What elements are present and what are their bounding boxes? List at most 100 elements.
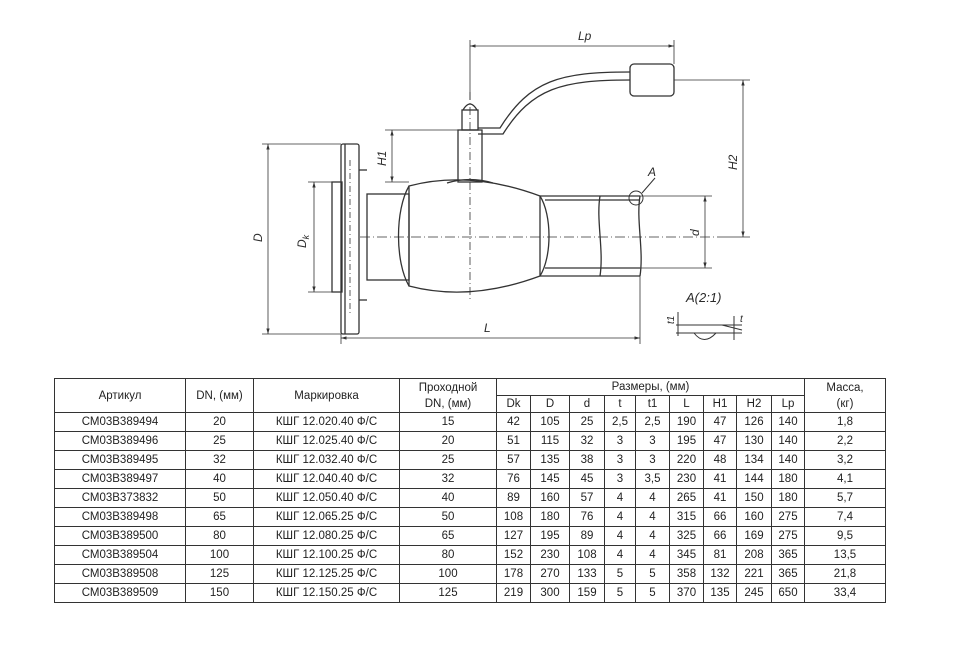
dimension-dk [308,181,332,293]
header-dn: DN, (мм) [185,378,254,413]
cell-dn: 80 [185,526,254,546]
cell-lp: 365 [771,564,805,584]
cell-dn: 32 [185,450,254,470]
header-dim-l: L [669,395,704,413]
header-dim-dk: Dk [496,395,531,413]
cell-t1: 3 [635,431,670,451]
cell-h1: 81 [703,545,737,565]
header-dimensions-group: Размеры, (мм) [496,378,805,396]
dimension-d-inner [640,195,712,269]
cell-passage: 100 [399,564,497,584]
dimension-h1-label: H1 [375,151,389,166]
dimension-dk-main: D [295,239,309,248]
cell-h1: 48 [703,450,737,470]
cell-h1: 66 [703,526,737,546]
cell-dn: 40 [185,469,254,489]
cell-marking: КШГ 12.065.25 Ф/С [253,507,400,527]
header-mass-line1: Масса, [826,381,864,394]
cell-t1: 3,5 [635,469,670,489]
cell-d: 135 [530,450,570,470]
cell-dk: 57 [496,450,531,470]
dimension-d-inner-label: d [688,229,702,236]
cell-h2: 126 [736,412,772,432]
cell-h1: 132 [703,564,737,584]
cell-d: 195 [530,526,570,546]
cell-h2: 160 [736,507,772,527]
header-marking: Маркировка [253,378,400,413]
cell-mass: 9,5 [804,526,886,546]
header-dim-d: D [530,395,570,413]
cell-d: 133 [569,564,605,584]
cell-lp: 180 [771,469,805,489]
cell-d: 160 [530,488,570,508]
cell-d: 76 [569,507,605,527]
cell-dk: 51 [496,431,531,451]
cell-d: 270 [530,564,570,584]
cell-l: 370 [669,583,704,603]
cell-article: СМ03В389494 [54,412,186,432]
detail-marker-a-label: A [647,165,656,179]
cell-l: 220 [669,450,704,470]
cell-dk: 76 [496,469,531,489]
detail-view-a [676,312,743,340]
cell-mass: 21,8 [804,564,886,584]
cell-h2: 150 [736,488,772,508]
cell-d: 230 [530,545,570,565]
cell-marking: КШГ 12.025.40 Ф/С [253,431,400,451]
cell-t: 3 [604,450,636,470]
dimension-l [340,276,641,344]
dimension-dk-sub: k [301,234,311,239]
cell-t: 4 [604,488,636,508]
cell-d: 159 [569,583,605,603]
cell-dk: 178 [496,564,531,584]
cell-l: 230 [669,469,704,489]
cell-t1: 4 [635,507,670,527]
header-dim-t: t [604,395,636,413]
cell-l: 325 [669,526,704,546]
cell-mass: 4,1 [804,469,886,489]
header-dim-h1: H1 [703,395,737,413]
cell-article: СМ03В389497 [54,469,186,489]
cell-mass: 2,2 [804,431,886,451]
cell-d: 108 [569,545,605,565]
cell-d: 32 [569,431,605,451]
cell-lp: 140 [771,431,805,451]
cell-d: 45 [569,469,605,489]
cell-t1: 4 [635,488,670,508]
cell-h2: 208 [736,545,772,565]
detail-view-title: A(2:1) [685,290,721,305]
cell-mass: 1,8 [804,412,886,432]
valve-pipe-end [360,195,720,277]
cell-d: 180 [530,507,570,527]
cell-l: 195 [669,431,704,451]
cell-h1: 41 [703,469,737,489]
cell-mass: 7,4 [804,507,886,527]
cell-article: СМ03В389500 [54,526,186,546]
cell-lp: 140 [771,450,805,470]
cell-dn: 65 [185,507,254,527]
cell-h1: 47 [703,412,737,432]
cell-dk: 127 [496,526,531,546]
cell-t: 4 [604,507,636,527]
cell-l: 315 [669,507,704,527]
cell-article: СМ03В389498 [54,507,186,527]
header-dim-h2: H2 [736,395,772,413]
valve-handle [478,63,675,135]
cell-dn: 50 [185,488,254,508]
cell-t1: 2,5 [635,412,670,432]
cell-h1: 47 [703,431,737,451]
cell-t: 5 [604,583,636,603]
cell-lp: 275 [771,507,805,527]
cell-mass: 33,4 [804,583,886,603]
